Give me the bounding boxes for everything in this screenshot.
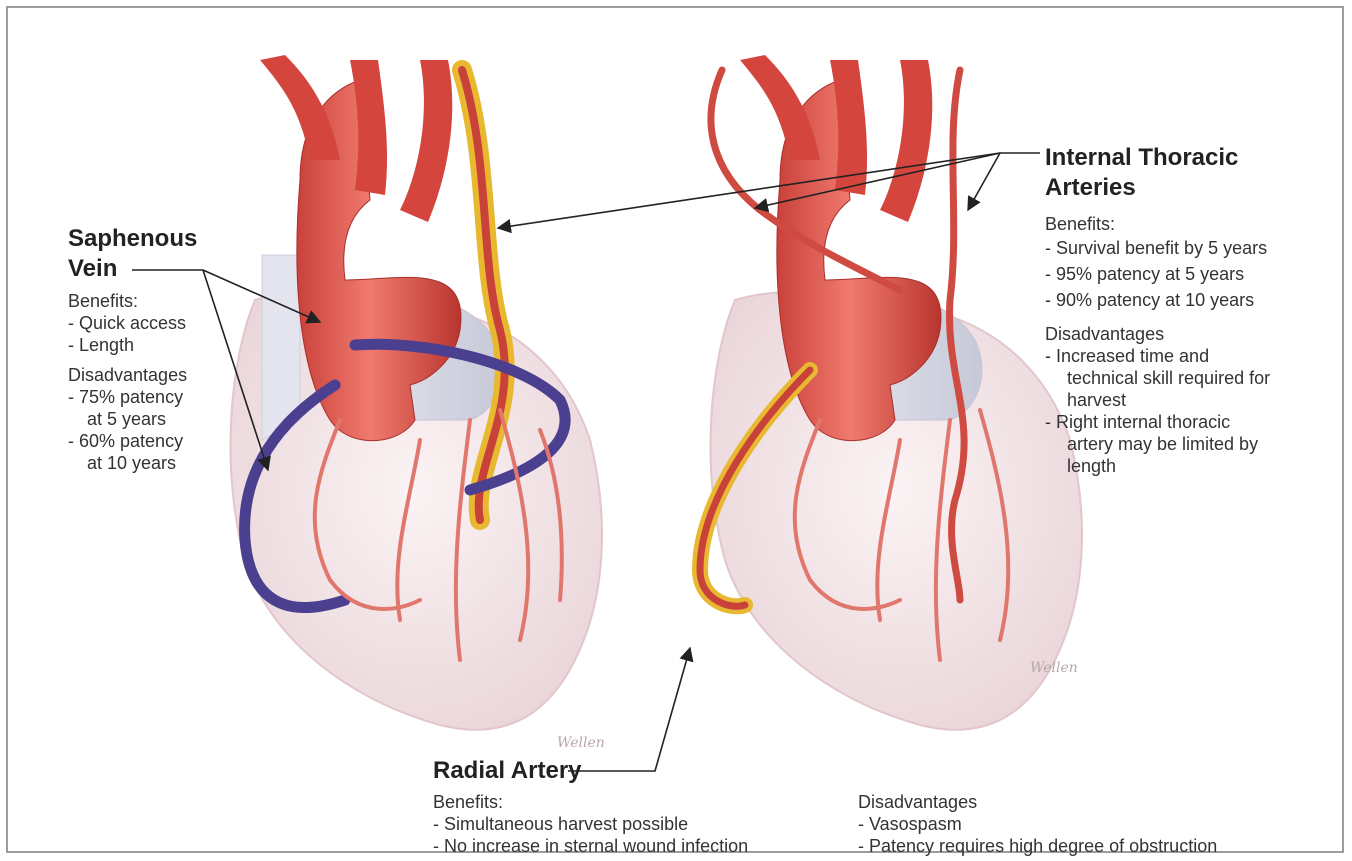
left-heart xyxy=(231,55,602,730)
ita-benefit-item: - 90% patency at 10 years xyxy=(1045,287,1270,313)
ita-disadvantage-item: technical skill required for xyxy=(1045,367,1270,389)
saphenous-benefit-item: - Length xyxy=(68,334,197,356)
radial-title: Radial Artery xyxy=(433,756,582,786)
radial-leader-line xyxy=(568,648,690,771)
radial-benefit-item: - No increase in sternal wound infection xyxy=(433,835,748,857)
ita-benefit-item: - Survival benefit by 5 years xyxy=(1045,235,1270,261)
ita-title-line1: Internal Thoracic xyxy=(1045,143,1270,173)
saphenous-benefits-label: Benefits: xyxy=(68,290,197,312)
saphenous-benefit-item: - Quick access xyxy=(68,312,197,334)
ita-arrow-3 xyxy=(968,153,1000,210)
radial-benefits-block: Benefits: - Simultaneous harvest possibl… xyxy=(433,791,748,857)
artist-signature-left: Wellen xyxy=(557,735,605,751)
ita-arrow-1 xyxy=(498,153,1000,228)
radial-disadvantage-item: - Vasospasm xyxy=(858,813,1217,835)
radial-disadvantages-label: Disadvantages xyxy=(858,791,1217,813)
ita-disadvantage-item: harvest xyxy=(1045,389,1270,411)
ita-benefits-label: Benefits: xyxy=(1045,213,1270,235)
saphenous-disadvantage-item: - 75% patency xyxy=(68,386,197,408)
radial-disadvantage-item: - Patency requires high degree of obstru… xyxy=(858,835,1217,857)
ita-disadvantage-item: - Increased time and xyxy=(1045,345,1270,367)
radial-disadvantages-block: Disadvantages - Vasospasm - Patency requ… xyxy=(858,791,1217,857)
radial-benefit-item: - Simultaneous harvest possible xyxy=(433,813,748,835)
ita-title-line2: Arteries xyxy=(1045,173,1270,203)
ita-disadvantage-item: - Right internal thoracic xyxy=(1045,411,1270,433)
saphenous-title-line2: Vein xyxy=(68,254,197,284)
saphenous-disadvantage-item: - 60% patency xyxy=(68,430,197,452)
ita-block: Internal Thoracic Arteries Benefits: - S… xyxy=(1045,143,1270,477)
saphenous-disadvantage-item: at 5 years xyxy=(68,408,197,430)
artist-signature-right: Wellen xyxy=(1030,660,1078,676)
ita-benefit-item: - 95% patency at 5 years xyxy=(1045,261,1270,287)
left-arch-vessel-3 xyxy=(400,60,452,222)
saphenous-block: Saphenous Vein Benefits: - Quick access … xyxy=(68,224,197,474)
radial-benefits-label: Benefits: xyxy=(433,791,748,813)
saphenous-disadvantage-item: at 10 years xyxy=(68,452,197,474)
right-heart xyxy=(700,55,1082,730)
right-arch-vessel-3 xyxy=(880,60,932,222)
saphenous-disadvantages-label: Disadvantages xyxy=(68,364,197,386)
ita-disadvantages-label: Disadvantages xyxy=(1045,323,1270,345)
ita-disadvantage-item: artery may be limited by xyxy=(1045,433,1270,455)
ita-disadvantage-item: length xyxy=(1045,455,1270,477)
saphenous-title-line1: Saphenous xyxy=(68,224,197,254)
